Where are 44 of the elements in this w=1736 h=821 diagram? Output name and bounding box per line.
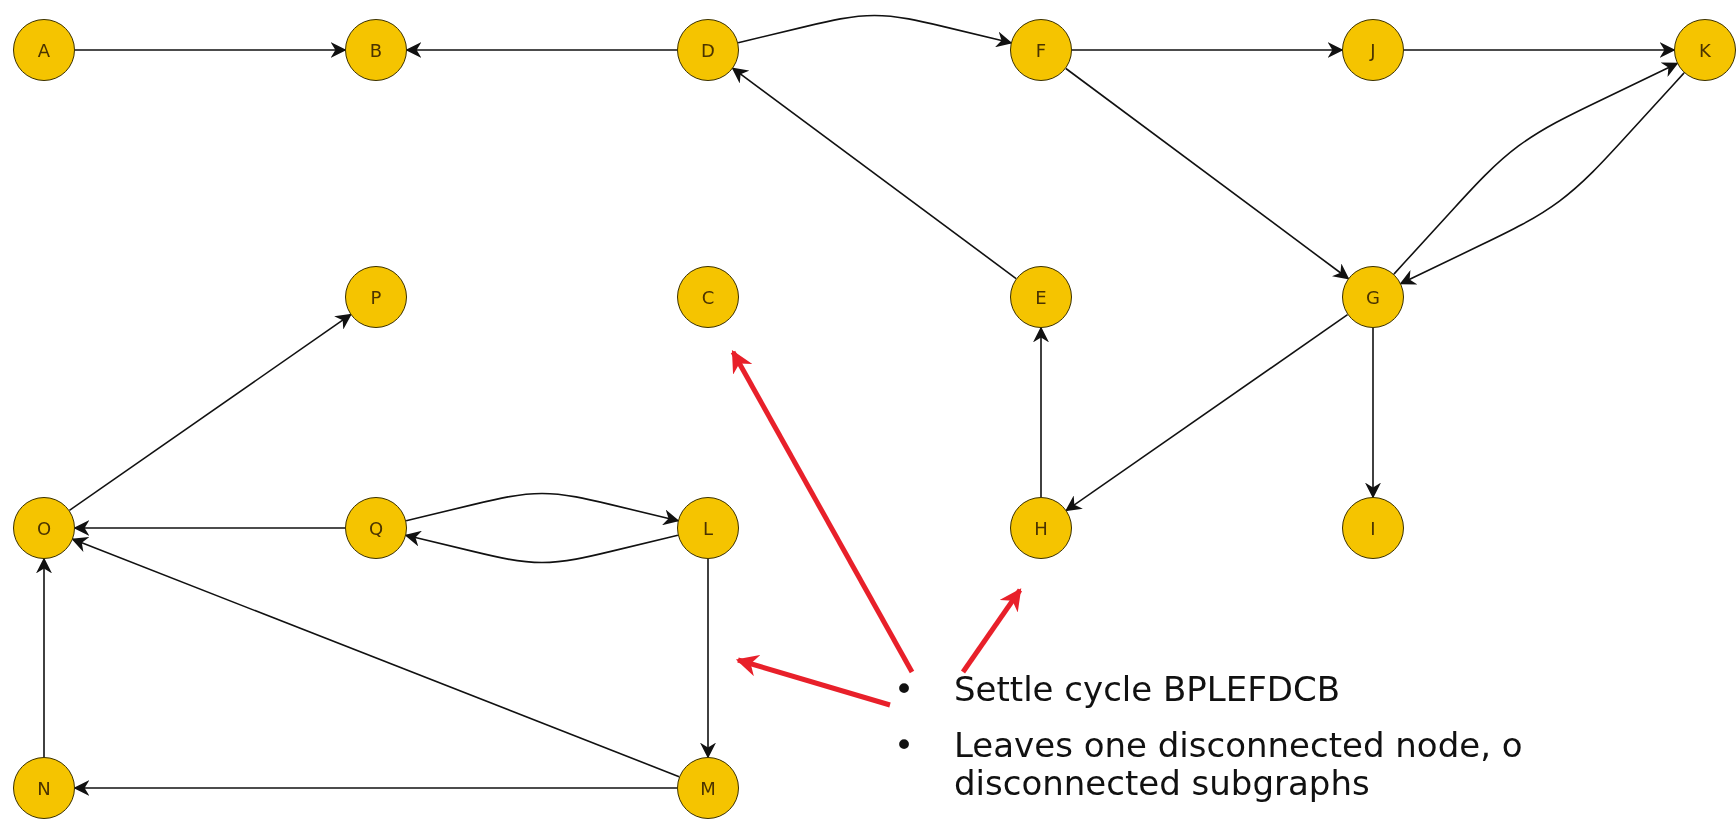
- arrow: [405, 492, 680, 526]
- bullet-text: Settle cycle BPLEFDCB: [954, 670, 1342, 708]
- leader-arrow: [735, 655, 891, 708]
- node-circle: [1674, 19, 1736, 81]
- node-circle: [1342, 266, 1404, 328]
- node-label: O: [36, 517, 52, 539]
- arrow: [700, 558, 716, 759]
- arrow: [73, 520, 346, 536]
- node-label: Q: [368, 517, 384, 539]
- arrow: [405, 42, 678, 58]
- node-label: N: [37, 777, 51, 799]
- arrow: [68, 313, 352, 512]
- arrow: [1065, 67, 1350, 280]
- arrow: [1071, 42, 1344, 58]
- node-label: M: [700, 777, 716, 799]
- arrow: [1403, 42, 1676, 58]
- arrow: [36, 557, 52, 758]
- node-label: A: [37, 39, 51, 61]
- bullet-text: Leaves one disconnected node, o disconnected subgraphs: [954, 726, 1524, 802]
- bullet-point: •: [894, 670, 916, 708]
- node-label: H: [1034, 517, 1048, 539]
- node-label: B: [369, 39, 383, 61]
- node-label: C: [701, 286, 715, 308]
- node-label: J: [1370, 39, 1376, 61]
- node-label: D: [701, 39, 715, 61]
- node-label: L: [703, 517, 713, 539]
- arrow: [1033, 326, 1049, 498]
- arrow: [731, 67, 1017, 280]
- leader-arrow: [730, 350, 915, 674]
- arrow: [1365, 327, 1381, 499]
- arrow: [1065, 313, 1349, 512]
- node-label: G: [1366, 286, 1380, 308]
- arrow: [74, 42, 347, 58]
- node-label: K: [1699, 39, 1711, 61]
- arrow: [71, 537, 680, 778]
- node-label: F: [1035, 39, 1047, 61]
- node-label: P: [370, 286, 382, 308]
- arrow: [404, 530, 679, 564]
- node-label: I: [1370, 517, 1376, 539]
- node-label: E: [1035, 286, 1047, 308]
- arrow: [737, 14, 1013, 48]
- arrow: [73, 780, 678, 796]
- bullet-point: •: [894, 726, 916, 764]
- leader-arrow: [960, 588, 1023, 674]
